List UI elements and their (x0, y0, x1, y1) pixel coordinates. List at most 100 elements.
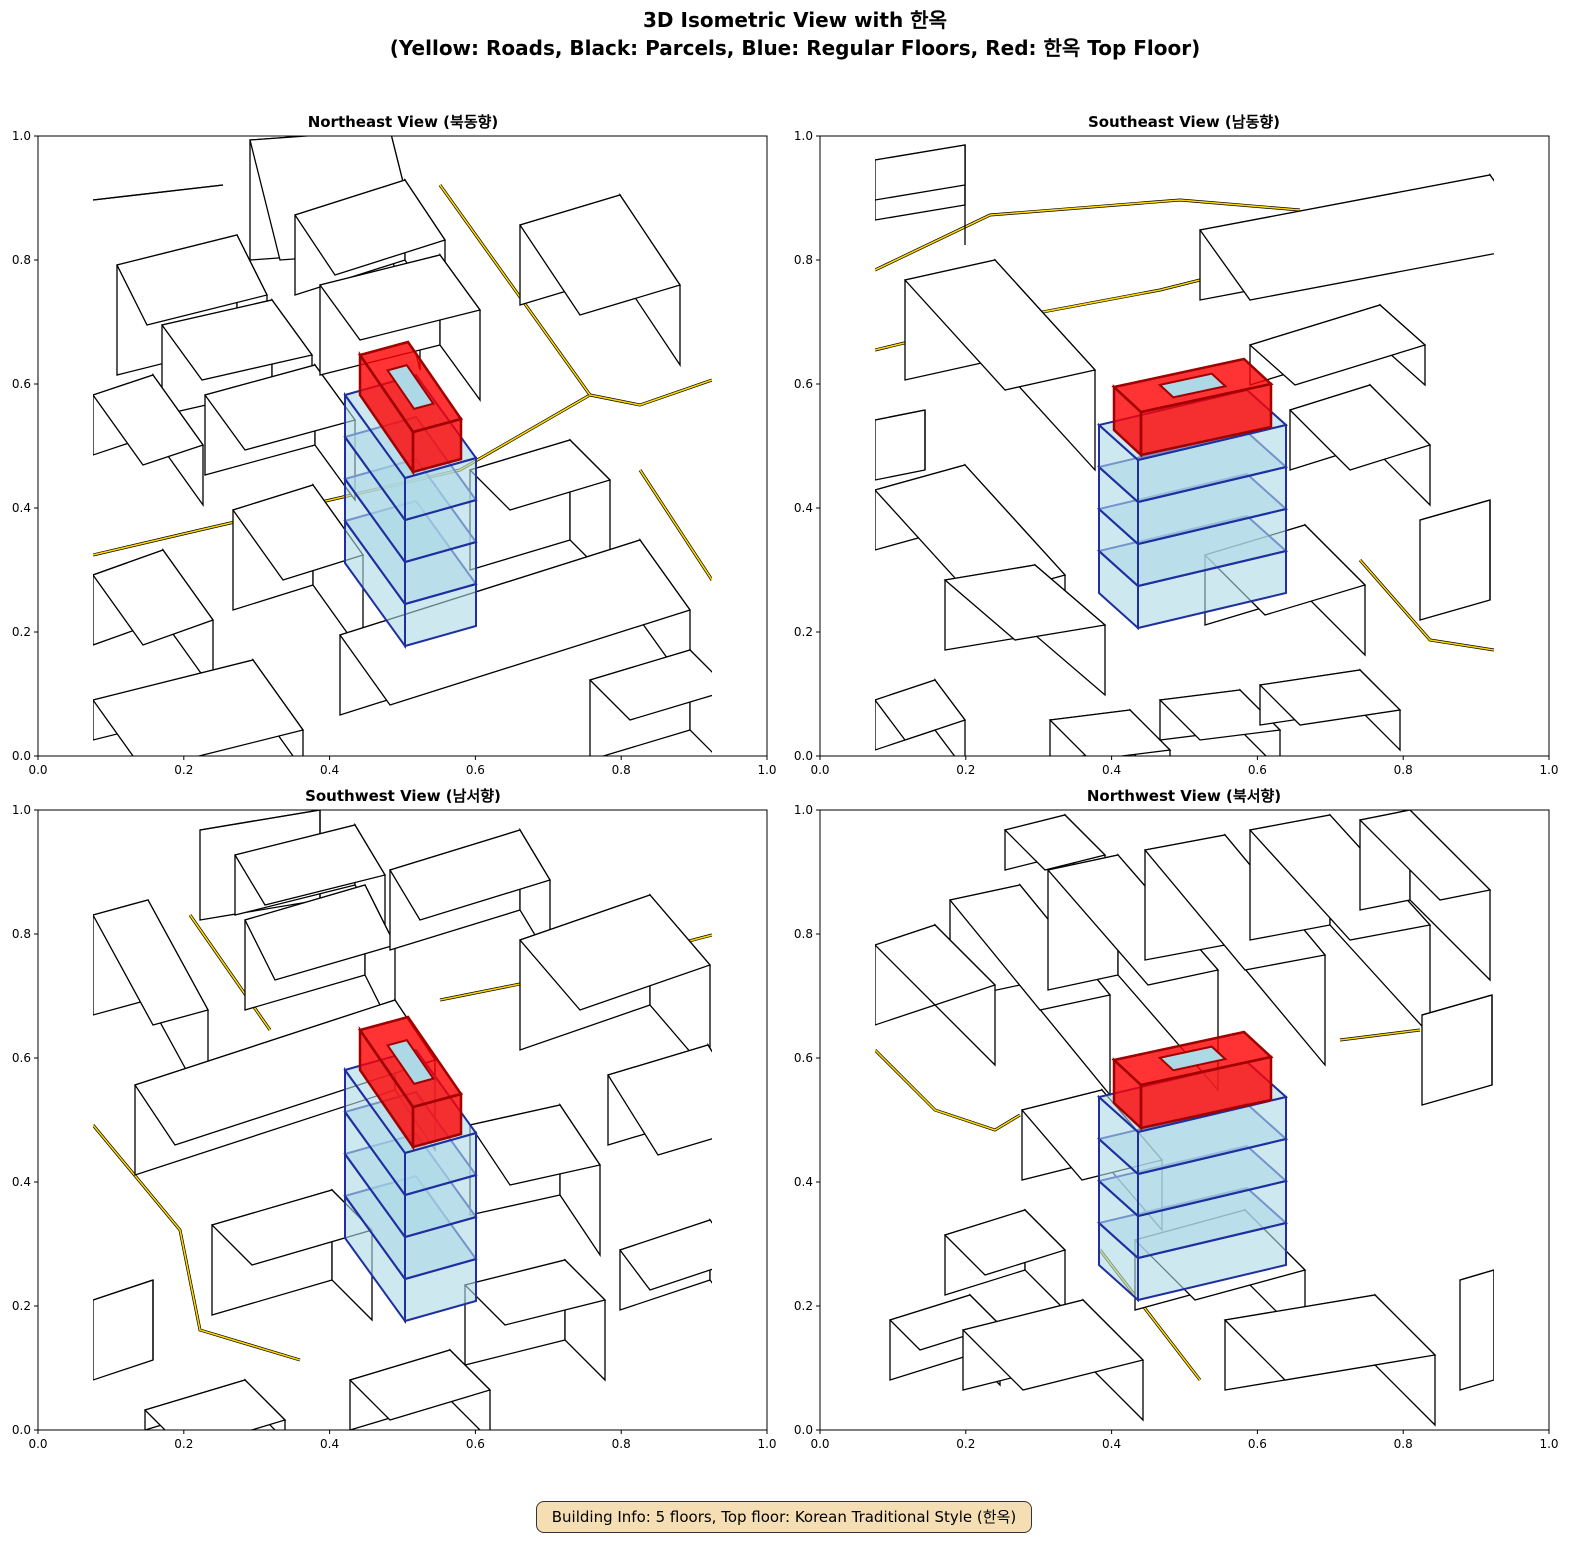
y-tick-label: 0.6 (794, 1051, 813, 1065)
building-roof (233, 824, 387, 906)
parcel-building (93, 1279, 154, 1381)
building-roof (93, 549, 215, 646)
x-tick-label: 0.8 (1394, 763, 1413, 777)
building-roof (903, 259, 1097, 391)
building-face (875, 409, 926, 481)
road-line (1359, 559, 1494, 651)
road-line (875, 199, 1301, 271)
y-tick-label: 0.0 (12, 1423, 31, 1437)
building-roof (875, 924, 997, 1006)
building-face (1459, 1269, 1494, 1391)
hanok-courtyard (1157, 372, 1228, 399)
parcel-building (244, 884, 396, 1036)
y-tick-label: 0.8 (12, 927, 31, 941)
scene (875, 810, 1494, 1427)
y-tick-label: 1.0 (794, 129, 813, 143)
building-roof (468, 439, 612, 511)
x-tick-label: 0.4 (320, 763, 339, 777)
hanok-courtyard (385, 1038, 435, 1085)
axes-frame (819, 135, 1550, 757)
parcel-building (93, 372, 205, 508)
building-roof (875, 679, 967, 741)
building-roof (1143, 834, 1327, 971)
y-tick-label: 0.8 (12, 253, 31, 267)
panel-title: Southeast View (남동향) (1088, 113, 1280, 131)
parcel-building (1288, 383, 1432, 507)
building-face (707, 1042, 712, 1123)
x-tick-label: 0.4 (320, 1437, 339, 1451)
building-roof (1248, 304, 1427, 386)
parcel-building (588, 648, 712, 756)
y-tick-label: 0.6 (12, 377, 31, 391)
figure-title-line2: (Yellow: Roads, Black: Parcels, Blue: Re… (390, 36, 1201, 60)
parcel-building (293, 177, 447, 323)
parcel-building (875, 409, 926, 481)
parcel-building (1358, 810, 1492, 982)
parcel-building (1143, 833, 1327, 1067)
x-tick-label: 0.0 (810, 1437, 829, 1451)
parcel-building (943, 1208, 1067, 1312)
x-tick-label: 0.8 (612, 1437, 631, 1451)
parcel-building (1258, 668, 1402, 752)
building-roof (143, 1379, 287, 1430)
panel-title: Northeast View (북동향) (308, 113, 499, 131)
scene (875, 144, 1494, 756)
parcel-building (518, 893, 712, 1077)
building-roof (1048, 709, 1172, 756)
y-tick-label: 0.2 (12, 625, 31, 639)
parcel-building (1459, 1269, 1494, 1391)
x-tick-label: 1.0 (757, 1437, 776, 1451)
parcel-building (93, 184, 224, 201)
y-tick-label: 0.8 (794, 927, 813, 941)
building-roof (606, 1044, 712, 1156)
road-line (639, 469, 712, 581)
building-info-box: Building Info: 5 floors, Top floor: Kore… (536, 1501, 1032, 1533)
building-roof (1003, 814, 1107, 871)
building-roof (389, 829, 551, 921)
parcel-building (463, 1258, 607, 1382)
parcel-building (348, 1348, 492, 1430)
parcel-building (210, 1188, 374, 1322)
x-tick-label: 0.4 (1102, 1437, 1121, 1451)
x-tick-label: 0.8 (1394, 1437, 1413, 1451)
building-roof (463, 1259, 607, 1326)
road-line (93, 1124, 301, 1361)
y-tick-label: 0.4 (794, 1175, 813, 1189)
x-tick-label: 0.4 (1102, 763, 1121, 777)
building-face (93, 1279, 154, 1381)
figure-title-line1: 3D Isometric View with 한옥 (643, 8, 947, 32)
y-tick-label: 0.4 (12, 1175, 31, 1189)
y-tick-label: 0.6 (794, 377, 813, 391)
panel-northwest: Northwest View (북서향) 0.00.00.20.20.40.40… (794, 787, 1559, 1451)
building-roof (875, 464, 1067, 601)
parcel-building (1048, 708, 1172, 756)
scene (93, 136, 712, 756)
y-tick-label: 0.2 (794, 1299, 813, 1313)
x-tick-label: 0.0 (28, 1437, 47, 1451)
panel-southwest: Southwest View (남서향) 0.00.00.20.20.40.40… (12, 787, 777, 1451)
y-tick-label: 1.0 (12, 803, 31, 817)
hanok-courtyard (385, 364, 435, 411)
parcel-building (231, 482, 365, 658)
building-roof (1198, 174, 1494, 301)
parcel-building (93, 657, 305, 756)
building-roof (1158, 689, 1282, 741)
parcel-building (518, 192, 682, 368)
building-face (1489, 172, 1494, 252)
parcel-building (875, 678, 967, 756)
building-roof (93, 659, 305, 756)
building-roof (468, 1104, 602, 1186)
building-roof (1223, 1294, 1437, 1381)
y-tick-label: 0.0 (794, 1423, 813, 1437)
x-tick-label: 0.2 (956, 1437, 975, 1451)
axes-frame (37, 809, 768, 1431)
parcel-building (875, 144, 966, 245)
x-tick-label: 0.2 (174, 1437, 193, 1451)
parcel-building (1158, 688, 1282, 756)
building-roof (1248, 814, 1432, 941)
y-tick-label: 1.0 (12, 129, 31, 143)
building-roof (875, 409, 926, 421)
y-tick-label: 0.0 (794, 749, 813, 763)
x-tick-label: 1.0 (1539, 1437, 1558, 1451)
x-tick-label: 0.8 (612, 763, 631, 777)
